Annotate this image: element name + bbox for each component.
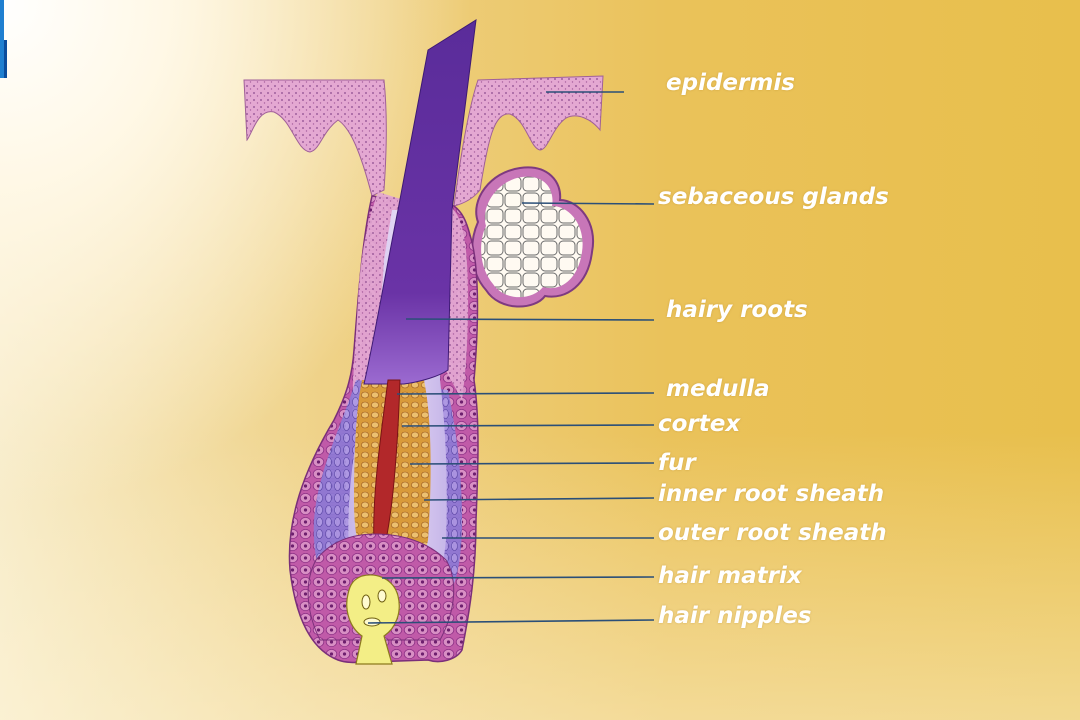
epidermis-left [243,79,387,197]
leader-cortex [401,424,655,427]
leader-hair-matrix [381,576,655,579]
leader-hairy-roots [405,318,655,321]
label-fur: fur [658,450,696,476]
leader-sebaceous [521,202,655,205]
sebaceous-gland-shape [471,166,595,308]
corner-tab-inner [4,40,7,78]
label-inner-root-sheath: inner root sheath [658,481,885,507]
label-epidermis: epidermis [666,70,795,96]
label-hair-nipples: hair nipples [658,603,812,629]
label-cortex: cortex [658,411,741,437]
corner-tab [0,0,4,78]
label-hair-matrix: hair matrix [658,563,802,589]
label-medulla: medulla [666,376,770,402]
leader-hair-nipples [367,619,655,624]
epidermis-right [453,75,604,207]
label-outer-root-sheath: outer root sheath [658,520,887,546]
hair-papilla-shape [346,574,400,665]
leader-lines [367,91,655,624]
leader-inner-root-sheath [423,497,655,501]
leader-medulla [396,392,655,395]
label-sebaceous-glands: sebaceous glands [658,184,889,210]
hair-shaft [363,19,477,385]
leader-fur [409,462,655,465]
label-hairy-roots: hairy roots [666,297,808,323]
